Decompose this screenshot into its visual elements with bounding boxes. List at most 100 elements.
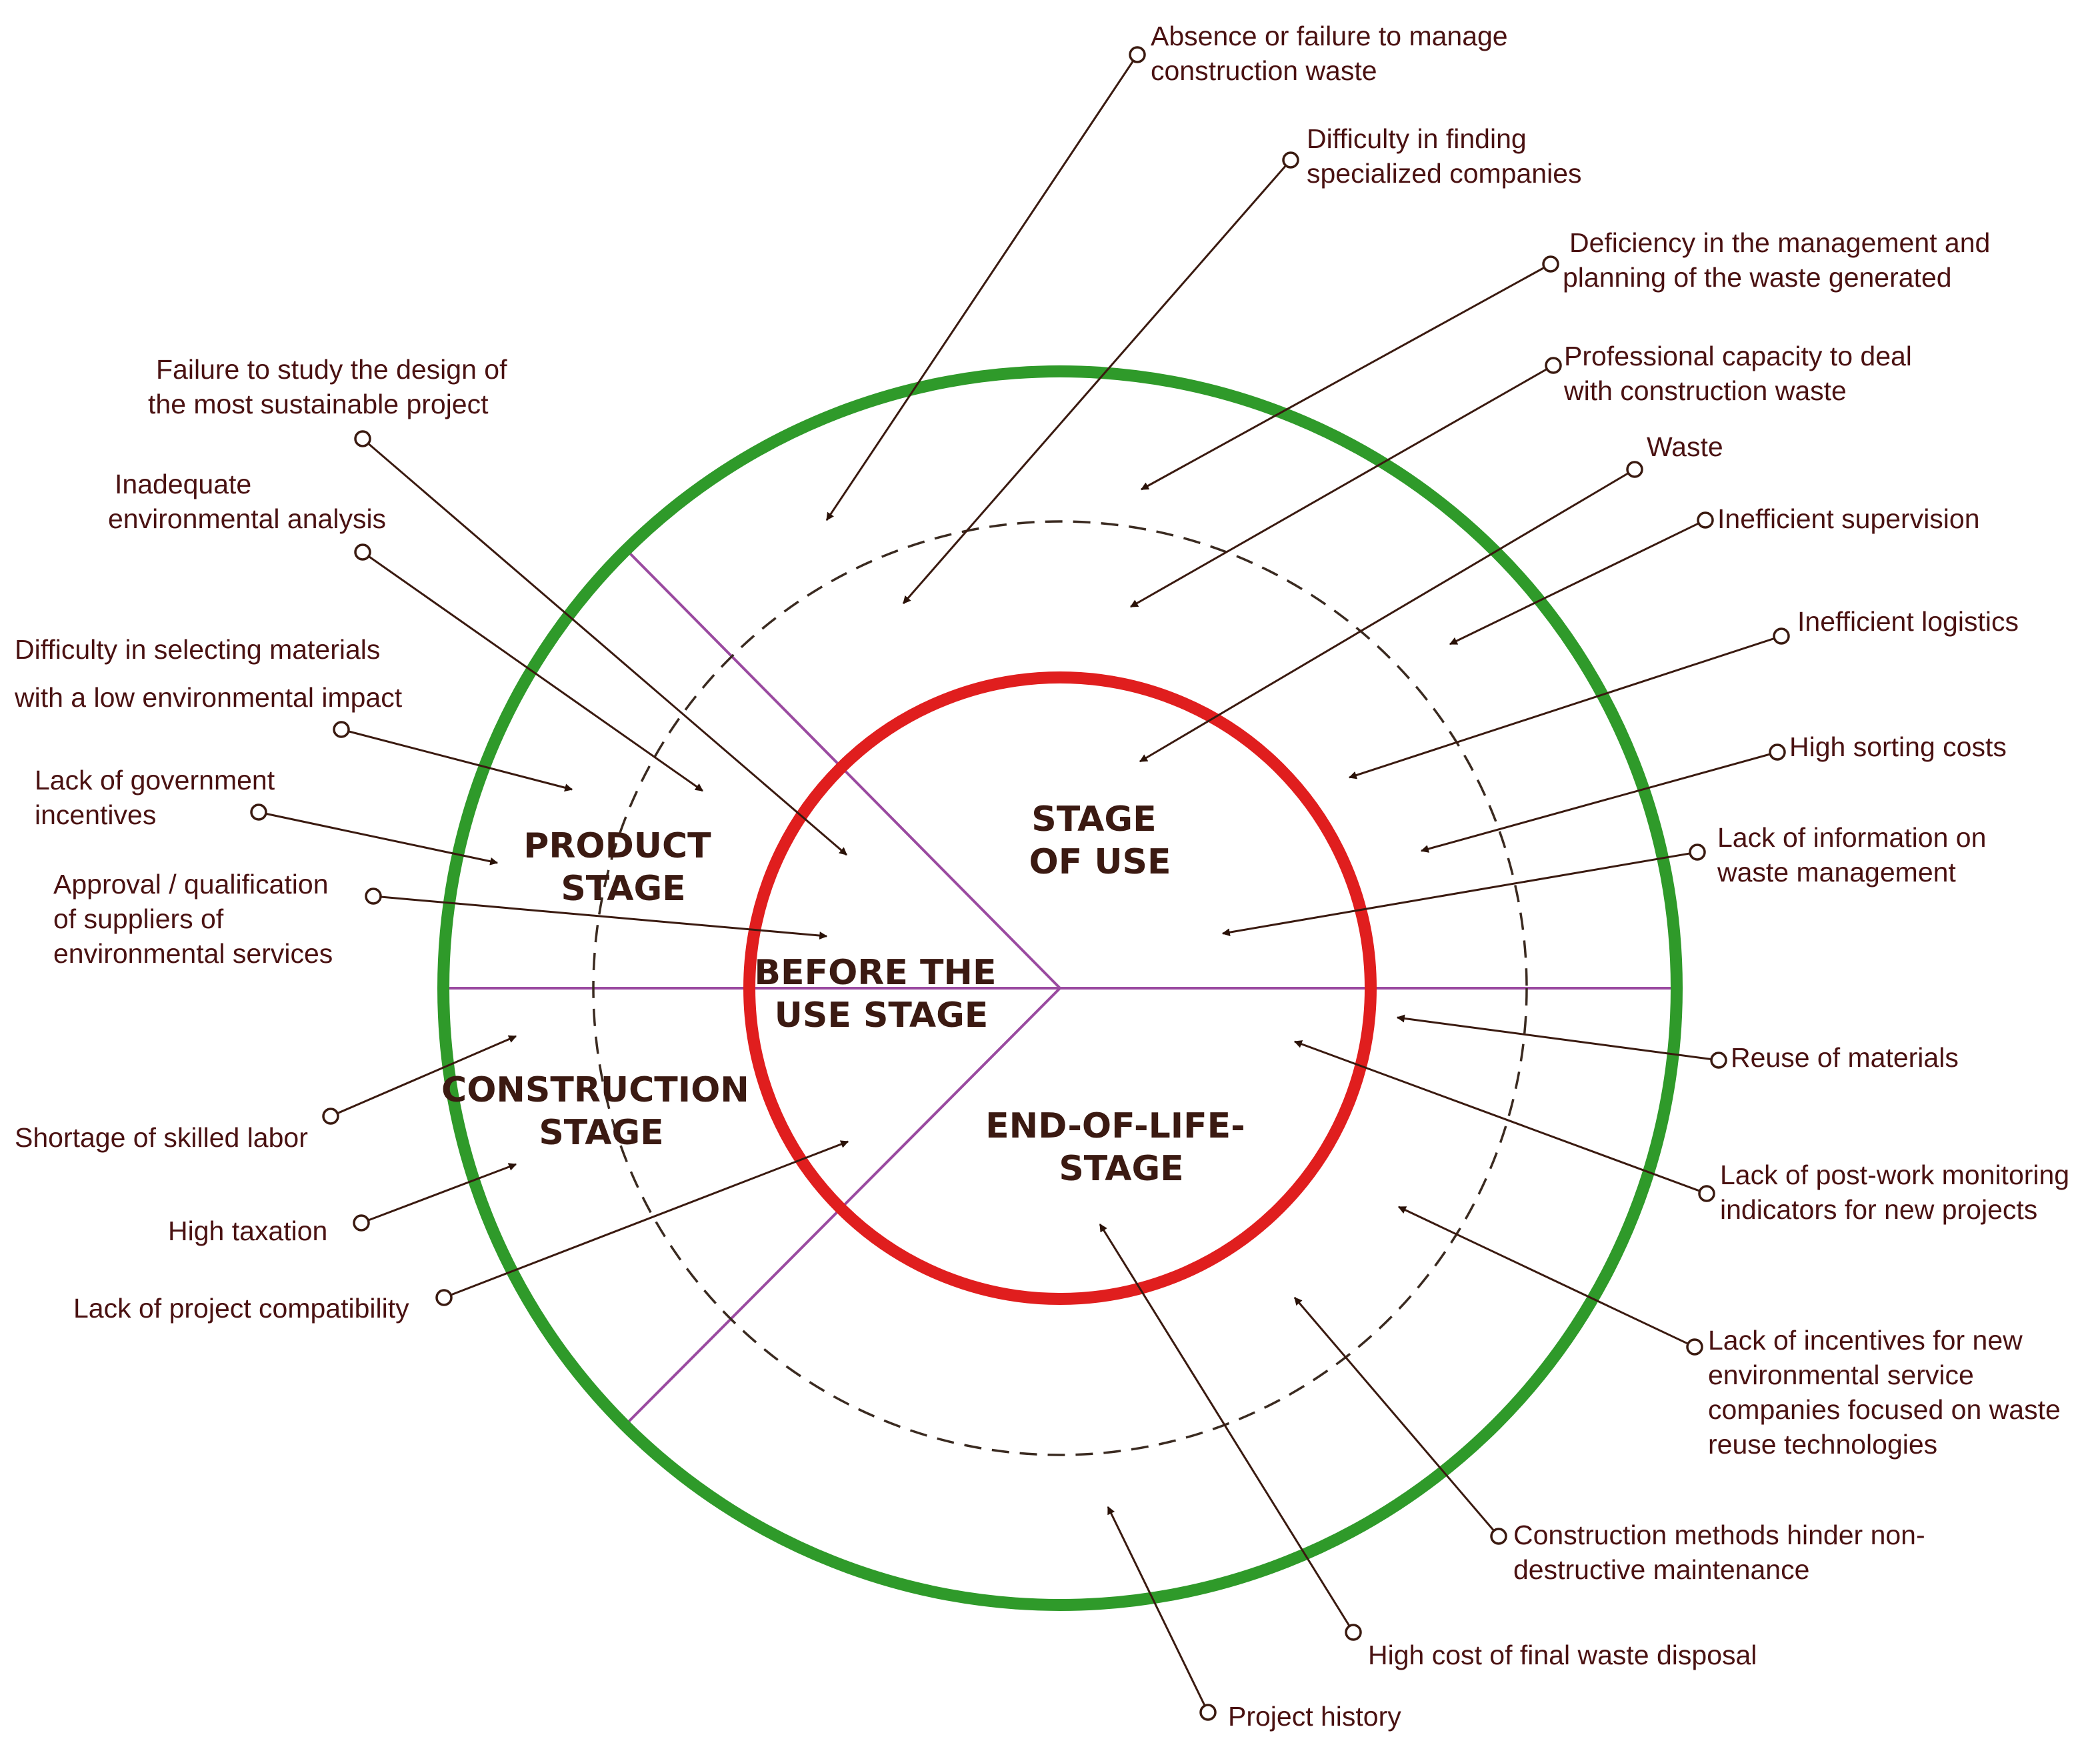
factor-label-line: Difficulty in finding xyxy=(1307,123,1527,154)
factor-inefficient-supervision: Inefficient supervision xyxy=(1449,503,1980,645)
leader-dot xyxy=(1282,151,1299,169)
factor-label: Professional capacity to deal with const… xyxy=(1563,341,1919,406)
stage-end-of-life-line-2: STAGE xyxy=(1059,1149,1183,1189)
factor-label-line: environmental services xyxy=(53,938,333,969)
factor-label-line: specialized companies xyxy=(1307,158,1582,189)
factor-label: Lack of project compatibility xyxy=(73,1293,409,1324)
factor-reuse-materials: Reuse of materials xyxy=(1396,1014,1959,1073)
factor-label-line: Shortage of skilled labor xyxy=(15,1122,308,1153)
leader-dot xyxy=(1689,843,1706,861)
leader-line xyxy=(1129,364,1554,608)
factor-label-line: with construction waste xyxy=(1563,375,1847,406)
factor-incentives-service-companies: Lack of incentives for new environmental… xyxy=(1397,1206,2068,1460)
factor-project-compatibility: Lack of project compatibility xyxy=(73,1140,849,1324)
factor-label: Absence or failure to manage constructio… xyxy=(1151,21,1515,86)
factor-label-line: Lack of information on xyxy=(1717,822,1986,853)
leader-dot xyxy=(250,803,267,821)
factor-label-line: environmental analysis xyxy=(108,503,386,534)
factor-label-line: incentives xyxy=(35,799,156,830)
factor-label: Construction methods hinder non- destruc… xyxy=(1513,1520,1933,1585)
factor-label: Inadequate environmental analysis xyxy=(108,469,386,534)
leader-line xyxy=(1140,263,1551,491)
factor-label: Lack of incentives for new environmental… xyxy=(1708,1325,2068,1460)
leader-dot xyxy=(1698,1185,1715,1202)
factor-label: Reuse of materials xyxy=(1731,1042,1959,1073)
factor-label-line: Professional capacity to deal xyxy=(1564,341,1912,371)
factor-label-line: Lack of government xyxy=(35,765,275,795)
leader-line xyxy=(1420,751,1778,853)
leader-dot xyxy=(435,1289,453,1306)
leader-line xyxy=(1397,1206,1695,1348)
factor-label-line: Difficulty in selecting materials xyxy=(15,634,380,665)
leader-dot xyxy=(333,721,350,738)
factor-environmental-analysis: Inadequate environmental analysis xyxy=(108,469,703,792)
stage-labels: PRODUCT STAGE STAGE OF USE BEFORE THE US… xyxy=(441,799,1257,1189)
leader-line xyxy=(341,728,573,792)
leader-line xyxy=(258,811,499,865)
leader-dot xyxy=(354,543,371,561)
stage-product-line-1: PRODUCT xyxy=(523,826,711,866)
stage-label-end-of-life: END-OF-LIFE- STAGE xyxy=(985,1106,1257,1189)
leader-line xyxy=(362,551,703,792)
factor-label-line: High sorting costs xyxy=(1789,731,2007,762)
factor-absence-waste: Absence or failure to manage constructio… xyxy=(825,21,1515,521)
factor-label-line: Inefficient supervision xyxy=(1717,503,1980,534)
leader-line xyxy=(1107,1506,1209,1713)
stage-before-use-line-1: BEFORE THE xyxy=(754,953,996,993)
factor-label-line: Inefficient logistics xyxy=(1797,606,2019,637)
leader-dot xyxy=(1129,46,1146,63)
outer-ring xyxy=(437,365,1683,1611)
leader-line xyxy=(361,1163,517,1224)
factor-label-line: construction waste xyxy=(1151,55,1377,86)
factor-deficiency-management: Deficiency in the management and plannin… xyxy=(1140,227,1998,491)
leader-dot xyxy=(1490,1528,1507,1545)
factor-label-line: indicators for new projects xyxy=(1720,1194,2037,1225)
leader-line xyxy=(1396,1014,1719,1062)
factor-government-incentives: Lack of government incentives xyxy=(35,765,499,865)
factor-label-line: High taxation xyxy=(168,1216,327,1246)
factor-label-line: Absence or failure to manage xyxy=(1151,21,1508,51)
stage-before-use-line-2: USE STAGE xyxy=(775,996,989,1036)
factor-specialized-companies: Difficulty in finding specialized compan… xyxy=(902,123,1582,604)
factor-post-work-indicators: Lack of post-work monitoring indicators … xyxy=(1293,1040,2077,1225)
factor-label-line: environmental service xyxy=(1708,1360,1974,1390)
leader-line xyxy=(825,54,1139,521)
inner-ring xyxy=(743,671,1377,1305)
stage-label-before-use: BEFORE THE USE STAGE xyxy=(754,953,1008,1036)
factor-inefficient-logistics: Inefficient logistics xyxy=(1348,606,2019,779)
factor-label: High taxation xyxy=(168,1216,327,1246)
factor-label-line: waste management xyxy=(1717,857,1956,888)
factor-label-line: Lack of project compatibility xyxy=(73,1293,409,1324)
factor-label: Inefficient supervision xyxy=(1717,503,1980,534)
factor-label: Lack of government incentives xyxy=(35,765,283,830)
leader-dot xyxy=(354,430,371,447)
factor-label-line: Failure to study the design of xyxy=(156,354,507,385)
factor-label: Deficiency in the management and plannin… xyxy=(1563,227,1998,293)
factor-label-line: Construction methods hinder non- xyxy=(1513,1520,1925,1550)
factor-label: Inefficient logistics xyxy=(1797,606,2019,637)
leader-line xyxy=(1293,1040,1707,1195)
leader-line xyxy=(1449,519,1706,645)
factor-label-line: Reuse of materials xyxy=(1731,1042,1959,1073)
factor-label: Shortage of skilled labor xyxy=(15,1122,308,1153)
factor-label-line: companies focused on waste xyxy=(1708,1394,2061,1425)
factor-label-line: High cost of final waste disposal xyxy=(1368,1640,1757,1670)
leader-dot xyxy=(1545,357,1562,374)
stage-label-use: STAGE OF USE xyxy=(1029,799,1171,882)
factor-label: Failure to study the design of the most … xyxy=(148,354,515,419)
leader-dot xyxy=(1542,255,1559,273)
leader-line xyxy=(362,437,847,856)
factor-label: Lack of information on waste management xyxy=(1717,822,1994,888)
factor-label-line: Project history xyxy=(1228,1701,1401,1732)
leader-dot xyxy=(1199,1704,1217,1721)
factor-label-line: reuse technologies xyxy=(1708,1429,1937,1460)
factor-label: Lack of post-work monitoring indicators … xyxy=(1720,1160,2077,1225)
leader-line xyxy=(1099,1223,1355,1633)
leader-line xyxy=(1293,1297,1500,1537)
factor-selecting-materials: Difficulty in selecting materials with a… xyxy=(14,634,573,792)
leader-dot xyxy=(1697,511,1714,529)
factor-supplier-approval: Approval / qualification of suppliers of… xyxy=(53,869,828,969)
factor-label: Project history xyxy=(1228,1701,1401,1732)
stage-label-construction: CONSTRUCTION STAGE xyxy=(441,1070,761,1153)
